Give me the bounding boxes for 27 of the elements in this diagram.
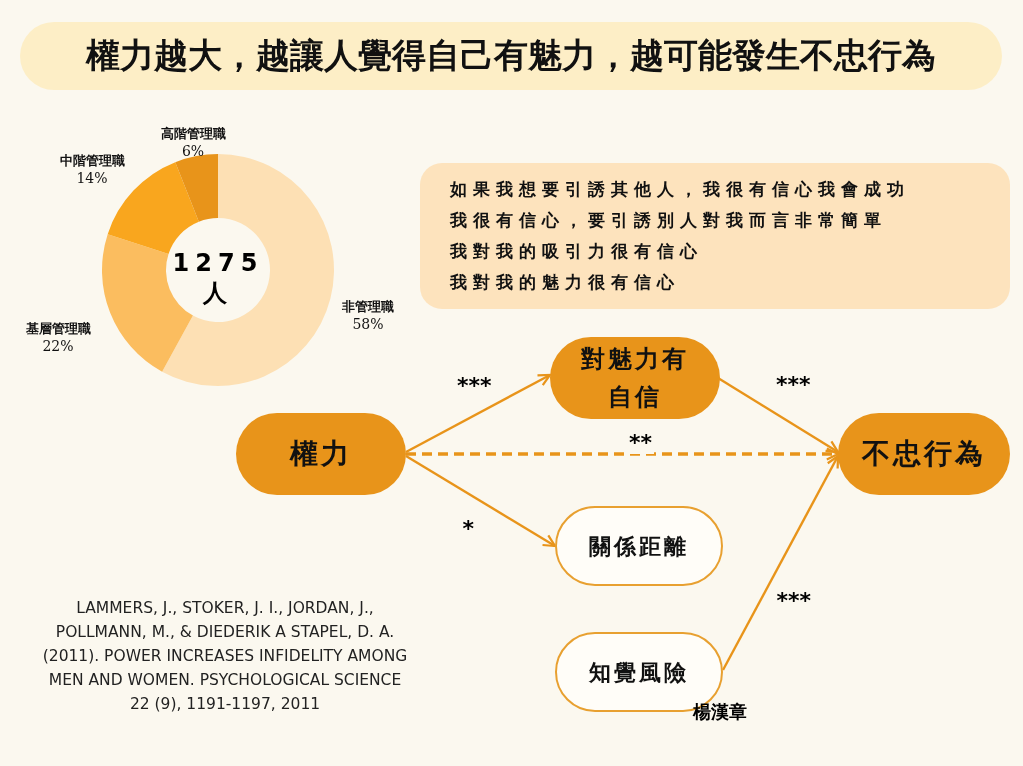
arrow xyxy=(406,447,840,461)
quote-line: 我對我的吸引力很有信心 xyxy=(450,240,703,263)
arrow xyxy=(405,373,552,454)
title: 權力越大，越讓人覺得自己有魅力，越可能發生不忠行為 xyxy=(86,34,936,77)
arrow xyxy=(405,454,557,548)
node-label: 權力 xyxy=(288,436,353,472)
category-label: 中階管理職 xyxy=(58,152,126,170)
citation-text: LAMMERS, J., STOKER, J. I., JORDAN, J., POLLMANN, M., & DIEDERIK A STAPEL, D. A. (2011). POWER INCREASES INFIDELITY AMONG MEN AND WOMEN. PSYCHOLOGICAL SCIENCE 22 (9), 1191-1197, 2011 xyxy=(41,598,409,715)
quote-line: 我對我的魅力很有信心 xyxy=(450,271,680,294)
node-label: 知覺風險 xyxy=(588,658,690,687)
center-label: 1275 人 xyxy=(171,248,265,308)
node-label: 關係距離 xyxy=(588,532,690,561)
quote-panel xyxy=(420,163,1010,309)
value-label: 14% xyxy=(75,170,109,186)
node-label: 對魅力有自信 xyxy=(580,343,690,413)
value-label: 58% xyxy=(351,316,385,332)
value-label: 22% xyxy=(41,338,75,354)
category-label: 基層管理職 xyxy=(24,320,92,338)
node-label: 不忠行為 xyxy=(861,436,987,472)
author-name: 楊漢章 xyxy=(691,700,748,724)
category-label: 非管理職 xyxy=(341,298,395,316)
value-label: 6% xyxy=(180,143,206,159)
edge-label: ** xyxy=(627,432,654,454)
category-label: 高階管理職 xyxy=(159,125,227,143)
quote-line: 我很有信心，要引誘別人對我而言非常簡單 xyxy=(450,209,887,232)
arrow xyxy=(721,454,840,671)
quote-line: 如果我想要引誘其他人，我很有信心我會成功 xyxy=(450,178,910,201)
